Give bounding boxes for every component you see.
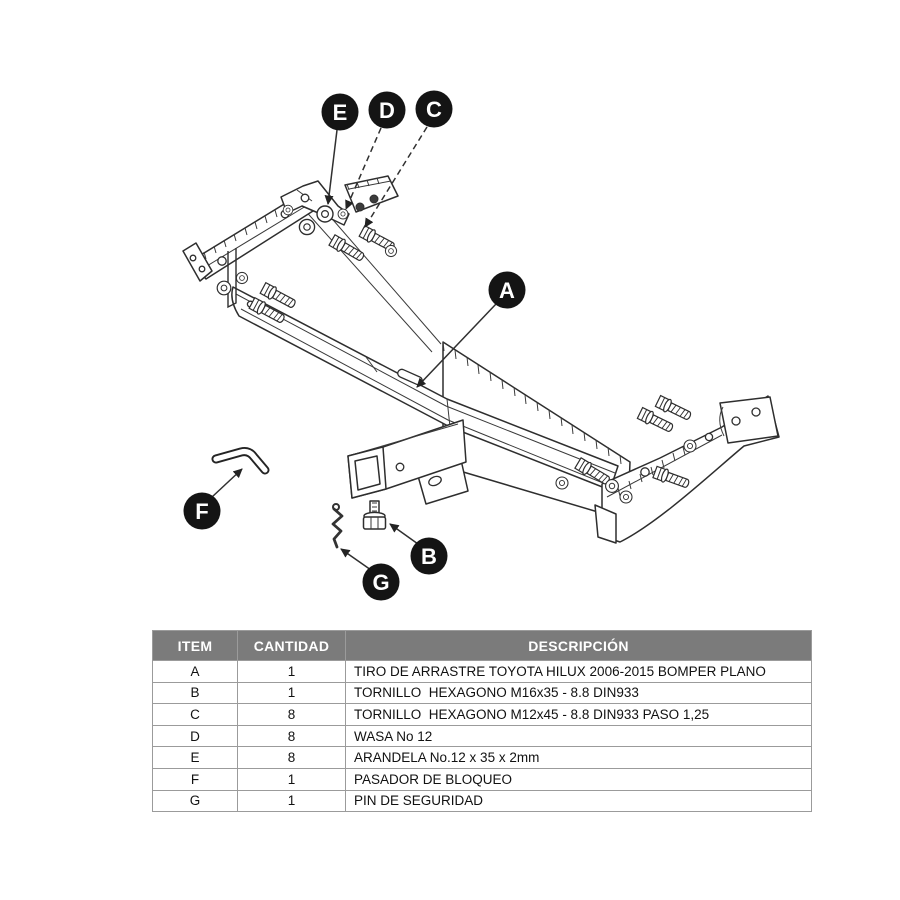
right-mount-bracket	[594, 395, 780, 544]
table-row: G 1 PIN DE SEGURIDAD	[152, 789, 812, 813]
receiver-opening	[354, 455, 381, 491]
leader-d	[345, 127, 382, 210]
right-bracket-end-pad	[719, 396, 779, 444]
cell-descripcion: PASADOR DE BLOQUEO	[345, 767, 812, 791]
cell-descripcion: TORNILLO HEXAGONO M12x45 - 8.8 DIN933 PA…	[345, 703, 812, 726]
cell-descripcion: PIN DE SEGURIDAD	[345, 789, 812, 813]
cell-cantidad: 8	[237, 746, 346, 769]
callout-g: G	[362, 563, 400, 601]
table-row: A 1 TIRO DE ARRASTRE TOYOTA HILUX 2006-2…	[152, 660, 812, 683]
cell-cantidad: 1	[237, 767, 346, 791]
callout-a: A	[488, 271, 526, 309]
lock-pin-f	[211, 447, 270, 475]
table-row: F 1 PASADOR DE BLOQUEO	[152, 767, 812, 791]
side-rail-lines	[301, 197, 442, 353]
cell-item: G	[152, 789, 238, 813]
cell-item: B	[152, 681, 238, 705]
cell-cantidad: 1	[237, 681, 346, 705]
cell-cantidad: 8	[237, 724, 346, 748]
parts-table-header-row: ITEM CANTIDAD DESCRIPCIÓN	[152, 630, 812, 661]
left-mount-bracket	[182, 175, 399, 309]
safety-pin-g	[331, 503, 344, 549]
hex-bolt-b	[362, 500, 387, 530]
callout-b-letter: B	[421, 544, 437, 569]
leader-lines	[211, 126, 497, 571]
parts-table: ITEM CANTIDAD DESCRIPCIÓN A 1 TIRO DE AR…	[152, 630, 812, 813]
leader-b	[389, 523, 419, 545]
callout-f: F	[183, 492, 221, 530]
fascia-tab	[594, 504, 617, 544]
table-row: B 1 TORNILLO HEXAGONO M16x35 - 8.8 DIN93…	[152, 681, 812, 705]
header-item: ITEM	[152, 630, 238, 661]
callout-a-letter: A	[499, 278, 515, 303]
cell-item: C	[152, 703, 238, 726]
cell-descripcion: WASA No 12	[345, 724, 812, 748]
callout-d-letter: D	[379, 98, 395, 123]
callout-e: E	[321, 93, 359, 131]
cell-item: D	[152, 724, 238, 748]
left-bracket-end-plate	[182, 242, 213, 282]
table-row: D 8 WASA No 12	[152, 724, 812, 748]
receiver-tube	[347, 419, 467, 499]
callout-d: D	[368, 91, 406, 129]
cell-item: F	[152, 767, 238, 791]
callout-f-letter: F	[195, 499, 208, 524]
table-row: E 8 ARANDELA No.12 x 35 x 2mm	[152, 746, 812, 769]
cell-descripcion: TORNILLO HEXAGONO M16x35 - 8.8 DIN933	[345, 681, 812, 705]
leader-a	[416, 303, 497, 388]
callout-b: B	[410, 537, 448, 575]
callout-e-letter: E	[333, 100, 348, 125]
callout-c: C	[415, 90, 453, 128]
cell-item: E	[152, 746, 238, 769]
leader-f	[211, 468, 243, 498]
cell-cantidad: 1	[237, 660, 346, 683]
cell-cantidad: 8	[237, 703, 346, 726]
table-row: C 8 TORNILLO HEXAGONO M12x45 - 8.8 DIN93…	[152, 703, 812, 726]
header-cantidad: CANTIDAD	[237, 630, 346, 661]
leader-g	[340, 548, 372, 571]
cell-cantidad: 1	[237, 789, 346, 813]
cell-descripcion: ARANDELA No.12 x 35 x 2mm	[345, 746, 812, 769]
callout-g-letter: G	[372, 570, 389, 595]
callout-c-letter: C	[426, 97, 442, 122]
hitch-pin-hole	[395, 462, 405, 472]
leader-e	[324, 129, 338, 205]
header-descripcion: DESCRIPCIÓN	[345, 630, 812, 661]
cell-descripcion: TIRO DE ARRASTRE TOYOTA HILUX 2006-2015 …	[345, 660, 812, 683]
cell-item: A	[152, 660, 238, 683]
